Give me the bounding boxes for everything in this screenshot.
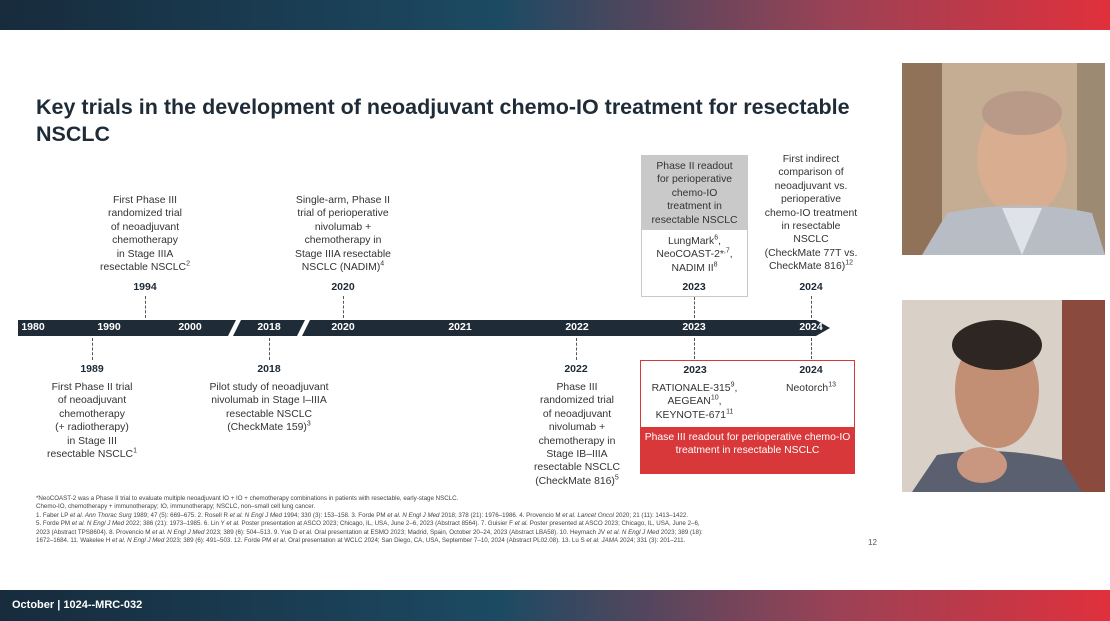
- references: *NeoCOAST-2 was a Phase II trial to eval…: [36, 495, 703, 545]
- axis-label-2022: 2022: [565, 321, 589, 333]
- event-2024-below-tick: [811, 338, 812, 359]
- footer-label: October | 1024--MRC-032: [12, 599, 143, 611]
- event-2023-above-tick: [694, 297, 695, 318]
- event-2023-above-year: 2023: [682, 281, 706, 293]
- event-1994-tick: [145, 296, 146, 318]
- axis-label-2021: 2021: [448, 321, 472, 333]
- axis-label-1980: 1980: [21, 321, 45, 333]
- axis-label-2018: 2018: [257, 321, 281, 333]
- event-2023-below-year: 2023: [683, 364, 707, 376]
- phase3-readout-box: 2023 2024 RATIONALE-3159,AEGEAN10,KEYNOT…: [640, 360, 855, 474]
- axis-label-2020: 2020: [331, 321, 355, 333]
- participant-2-image: [902, 300, 1105, 492]
- axis-label-2024: 2024: [799, 321, 823, 333]
- event-2024-above-year: 2024: [799, 281, 823, 293]
- event-2023-below-tick: [694, 338, 695, 359]
- axis-label-1990: 1990: [97, 321, 121, 333]
- axis-label-2023: 2023: [682, 321, 706, 333]
- slide-title: Key trials in the development of neoadju…: [36, 95, 850, 146]
- phase3-readout-footer: Phase III readout for perioperative chem…: [641, 427, 854, 473]
- phase3-readout-footer-text: Phase III readout for perioperative chem…: [644, 432, 851, 457]
- phase3-2023-trials: RATIONALE-3159,AEGEAN10,KEYNOTE-67111: [651, 381, 738, 421]
- event-1989-tick: [92, 338, 93, 360]
- event-2020-tick: [343, 296, 344, 318]
- event-2018-year: 2018: [257, 363, 281, 375]
- axis-label-2000: 2000: [178, 321, 202, 333]
- event-2024-below-year: 2024: [799, 364, 823, 376]
- participant-1-video: [902, 63, 1105, 255]
- event-2020-year: 2020: [331, 281, 355, 293]
- participant-1-image: [902, 63, 1105, 255]
- phase3-2024-trials: Neotorch13: [786, 381, 836, 394]
- top-banner: [0, 0, 1110, 30]
- event-1994-year: 1994: [133, 281, 157, 293]
- phase2-readout-trials: LungMark6,NeoCOAST-2*,7,NADIM II8: [656, 234, 733, 274]
- event-2018-tick: [269, 338, 270, 360]
- event-2022-tick: [576, 338, 577, 360]
- event-2022-year: 2022: [564, 363, 588, 375]
- page-number: 12: [868, 538, 877, 547]
- bottom-banner: October | 1024--MRC-032: [0, 590, 1110, 621]
- event-1989-year: 1989: [80, 363, 104, 375]
- event-2024-above-tick: [811, 296, 812, 318]
- participant-2-video: [902, 300, 1105, 492]
